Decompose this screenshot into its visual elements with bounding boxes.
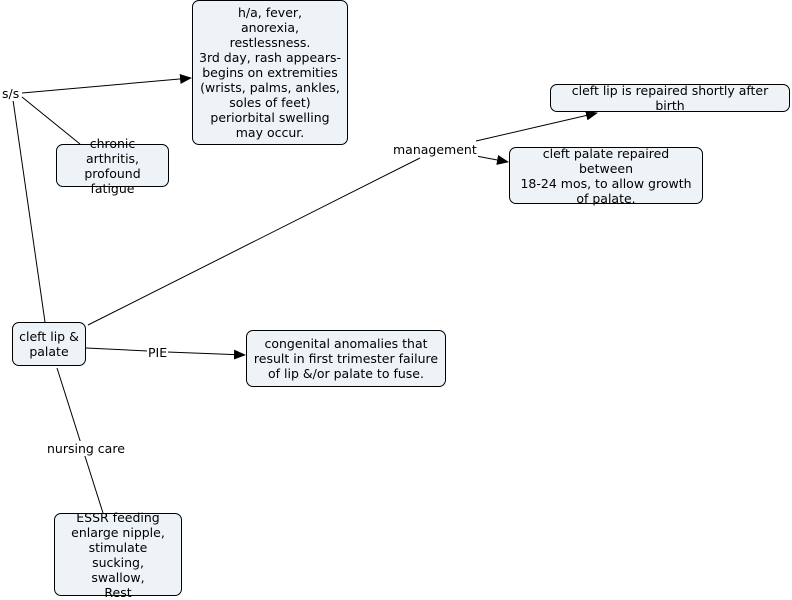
concept-cleft-lip-palate[interactable]: cleft lip & palate <box>12 322 86 366</box>
link-label-pie: PIE <box>147 345 169 360</box>
line-main-to-pie <box>85 347 149 352</box>
line-ss-to-chronic <box>21 96 81 145</box>
line-pie-to-congenital <box>166 349 246 360</box>
line-main-to-nursing <box>56 367 104 514</box>
concept-cleft-lip-repair[interactable]: cleft lip is repaired shortly after birt… <box>550 83 790 113</box>
concept-chronic-arthritis[interactable]: chronic arthritis, profound fatigue <box>56 136 169 196</box>
link-label-management: management <box>392 142 478 157</box>
link-label-ss: s/s <box>1 86 21 101</box>
line-management-to-palate <box>475 155 509 165</box>
concept-essr-feeding[interactable]: ESSR feeding enlarge nipple, stimulate s… <box>54 510 182 600</box>
link-label-nursing-care: nursing care <box>46 441 126 456</box>
line-main-to-management <box>87 157 421 326</box>
line-main-to-ss <box>12 99 46 323</box>
line-ss-to-symptoms <box>21 73 192 94</box>
concept-symptoms[interactable]: h/a, fever, anorexia, restlessness. 3rd … <box>192 0 348 145</box>
line-management-to-lip <box>475 110 598 142</box>
concept-congenital-anomalies[interactable]: congenital anomalies that result in firs… <box>246 330 446 387</box>
concept-cleft-palate-repair[interactable]: cleft palate repaired between 18-24 mos,… <box>509 146 703 206</box>
